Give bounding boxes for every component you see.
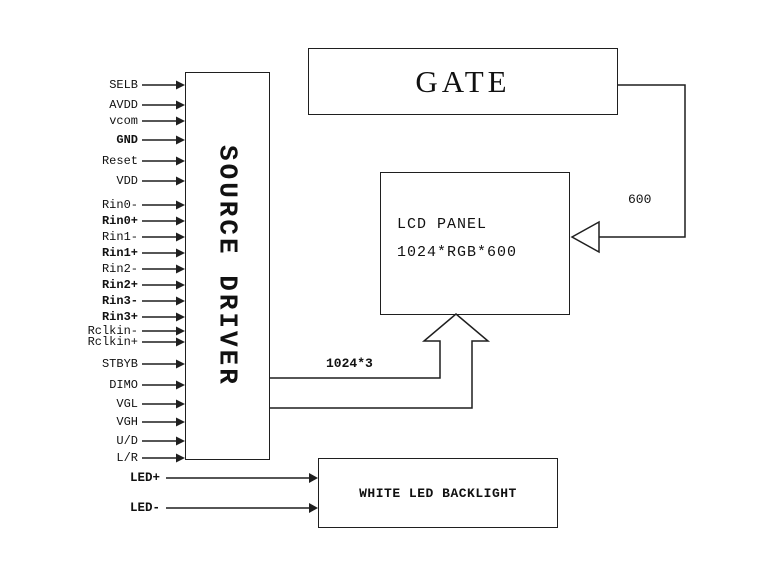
signal-label-rin2: Rin2-: [101, 262, 138, 276]
arrowhead-icon: [176, 176, 185, 186]
signal-label-rin0: Rin0-: [101, 198, 138, 212]
arrowhead-icon: [176, 200, 185, 210]
arrowhead-icon: [176, 436, 185, 446]
signal-label-dimo: DIMO: [109, 378, 138, 392]
source-driver-block-label: SOURCE DRIVER: [212, 145, 243, 387]
arrowhead-icon: [176, 296, 185, 306]
signal-label-rin3: Rin3+: [101, 310, 138, 324]
gate-block-label: GATE: [415, 63, 511, 99]
arrowhead-icon: [176, 100, 185, 110]
signal-label-stbyb: STBYB: [101, 357, 138, 371]
signal-label-reset: Reset: [101, 154, 138, 168]
signal-label-rclkin: Rclkin+: [87, 335, 138, 349]
lcd-panel-label-line1: LCD PANEL: [397, 216, 488, 233]
bus-label-1024x3: 1024*3: [326, 356, 373, 371]
source-to-lcd-bus: [270, 313, 491, 409]
arrowhead-icon: [176, 417, 185, 427]
arrowhead-icon: [176, 135, 185, 145]
arrowhead-icon: [176, 216, 185, 226]
arrowhead-icon: [176, 264, 185, 274]
signal-label-rin1: Rin1+: [101, 246, 138, 260]
lcd-panel-block: LCD PANEL 1024*RGB*600: [380, 172, 570, 315]
arrowhead-icon: [176, 359, 185, 369]
signal-label-vgl: VGL: [116, 397, 138, 411]
signal-label-rin3: Rin3-: [101, 294, 138, 308]
arrowhead-icon: [176, 312, 185, 322]
arrowhead-icon: [176, 337, 185, 347]
arrowhead-icon: [309, 503, 318, 513]
arrowhead-icon: [176, 156, 185, 166]
gate-to-lcd-arrowhead-icon: [570, 220, 600, 254]
arrowhead-icon: [176, 116, 185, 126]
signal-label-rclkin: Rclkin-: [87, 324, 138, 338]
lcd-panel-label-line2: 1024*RGB*600: [397, 244, 518, 261]
arrowhead-icon: [176, 280, 185, 290]
arrowhead-icon: [176, 399, 185, 409]
arrowhead-icon: [176, 248, 185, 258]
gate-block: GATE: [308, 48, 618, 115]
signal-label-vdd: VDD: [116, 174, 138, 188]
signal-label-led: LED+: [129, 471, 160, 485]
arrowhead-icon: [176, 326, 185, 336]
signal-label-gnd: GND: [116, 133, 138, 147]
signal-label-ud: U/D: [116, 434, 138, 448]
backlight-block: WHITE LED BACKLIGHT: [318, 458, 558, 528]
bus-label-600: 600: [628, 192, 652, 207]
signal-label-avdd: AVDD: [109, 98, 138, 112]
arrowhead-icon: [176, 232, 185, 242]
signal-label-vcom: vcom: [109, 114, 138, 128]
signal-label-rin2: Rin2+: [101, 278, 138, 292]
signal-label-selb: SELB: [109, 78, 138, 92]
source-driver-block: SOURCE DRIVER: [185, 72, 270, 460]
signal-label-rin0: Rin0+: [101, 214, 138, 228]
arrowhead-icon: [309, 473, 318, 483]
arrowhead-icon: [176, 380, 185, 390]
signal-label-led: LED-: [129, 501, 160, 515]
signal-label-vgh: VGH: [116, 415, 138, 429]
signal-label-lr: L/R: [116, 451, 138, 465]
arrowhead-icon: [176, 453, 185, 463]
signal-label-rin1: Rin1-: [101, 230, 138, 244]
arrowhead-icon: [176, 80, 185, 90]
backlight-block-label: WHITE LED BACKLIGHT: [359, 485, 517, 501]
